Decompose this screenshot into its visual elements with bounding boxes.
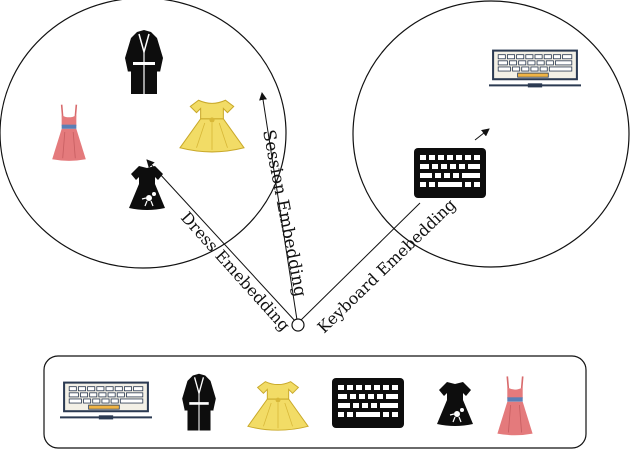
- keyboard-cluster-circle: [352, 0, 630, 268]
- dress-embedding-arrow: [146, 159, 297, 323]
- pink-dress-icon: [51, 103, 87, 162]
- yellow-dress-icon: [179, 99, 245, 153]
- keyboard-embedding-label: Keyboard Emebedding: [314, 195, 460, 337]
- black-keyboard-icon: [414, 148, 486, 198]
- black-coat-icon: [124, 29, 164, 95]
- origin-node: [291, 318, 305, 332]
- black-poodle-dress-icon: [128, 165, 166, 211]
- laptop-keyboard-icon: [489, 51, 581, 86]
- strip-black-keyboard-icon: [332, 378, 404, 428]
- session-embedding-arrow: [259, 92, 298, 321]
- dress-cluster-circle: [0, 0, 287, 269]
- dress-embedding-label: Dress Emebedding: [177, 208, 294, 335]
- keyboard-embedding-arrow: [298, 202, 421, 323]
- keyboard-direction-arrow: [474, 128, 490, 141]
- strip-laptop-keyboard-icon: [60, 383, 152, 418]
